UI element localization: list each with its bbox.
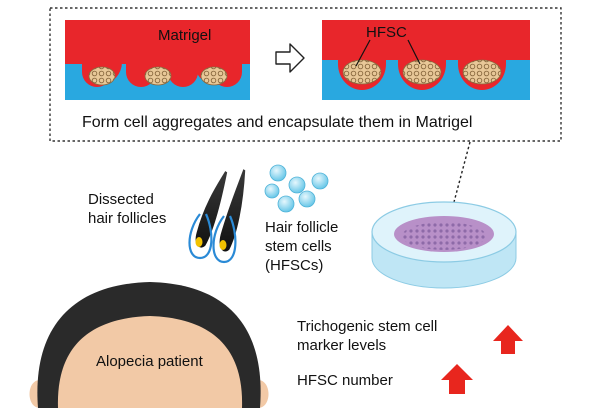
matrigel-top-left — [65, 20, 250, 64]
stem-cell-6 — [277, 195, 295, 213]
stem-cell-cluster — [264, 164, 329, 213]
hfsc-aggregate-1-dots — [343, 60, 381, 84]
hfsc-pointer-2 — [407, 39, 421, 65]
matrigel-well-after: HFSC — [322, 20, 530, 100]
cell-aggregate-left-2-dots — [145, 67, 171, 85]
ear-left-icon — [29, 380, 40, 408]
hfsc-aggregate-3-dots — [463, 60, 501, 84]
stem-cell-5 — [298, 190, 316, 208]
hfsc-pointer-1 — [355, 39, 371, 67]
patient-head — [29, 282, 269, 408]
matrigel-top-right — [322, 20, 530, 60]
matrigel-well-before: Matrigel — [65, 20, 250, 100]
hfsc-aggregate-2-dots — [403, 60, 441, 84]
stem-cells-label: Hair follicle stem cells (HFSCs) — [265, 219, 339, 274]
stem-cell-2 — [288, 176, 306, 194]
process-caption: Form cell aggregates and encapsulate the… — [82, 114, 473, 131]
patient-label: Alopecia patient — [96, 353, 203, 370]
stem-cell-1 — [269, 164, 287, 182]
hair-follicle-2 — [218, 166, 247, 254]
head-scalp — [57, 316, 243, 408]
stem-cell-3 — [311, 172, 329, 190]
hfsc-number-label: HFSC number — [297, 372, 393, 389]
dish-connector — [445, 141, 471, 233]
ear-right-icon — [258, 380, 269, 408]
cell-aggregate-left-1-dots — [89, 67, 115, 85]
hfsc-increase-arrow-icon — [441, 364, 473, 394]
marker-levels-label: Trichogenic stem cell marker levels — [297, 318, 438, 354]
hair-follicle-1-sheath — [188, 213, 213, 260]
dish-mesh — [402, 222, 486, 250]
process-arrow-icon — [275, 43, 305, 73]
dissected-follicles-label: Dissected hair follicles — [88, 191, 167, 227]
stem-cell-4 — [264, 183, 280, 199]
hair-follicle-2-sheath — [212, 215, 237, 264]
hfsc-label: HFSC — [366, 24, 407, 41]
hair-follicle-1 — [194, 168, 229, 250]
marker-increase-arrow-icon — [493, 325, 523, 354]
matrigel-label: Matrigel — [158, 27, 211, 44]
process-frame — [49, 7, 562, 142]
hair-bulb-2 — [219, 240, 227, 250]
hair-follicles — [188, 166, 247, 264]
hair-bulb-1 — [195, 237, 203, 247]
cell-aggregate-left-3-dots — [201, 67, 227, 85]
culture-dish — [371, 201, 517, 289]
